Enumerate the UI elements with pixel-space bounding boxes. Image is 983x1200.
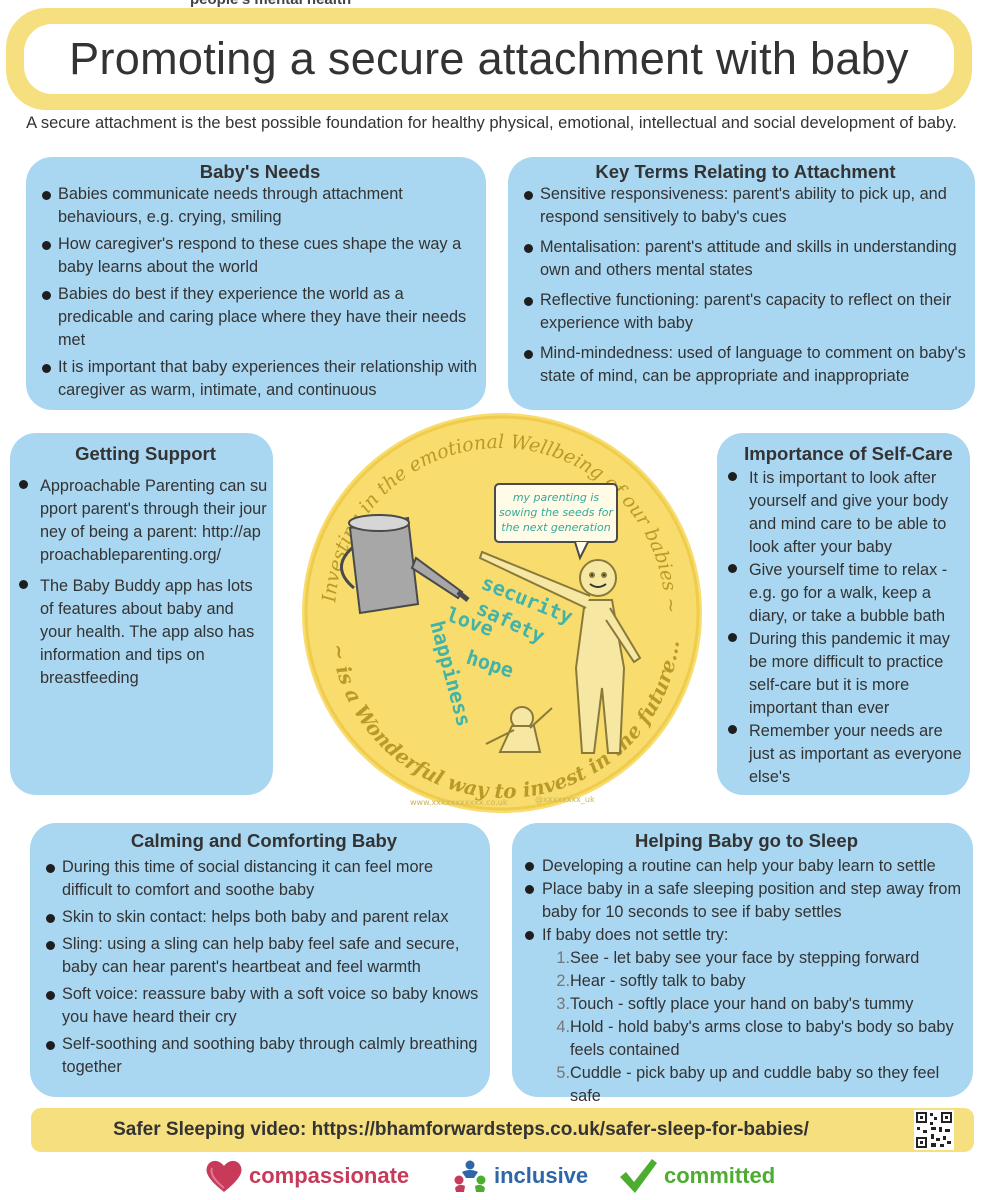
list-item: Remember your needs are just as importan… (728, 720, 966, 789)
page-title: Promoting a secure attachment with baby (69, 33, 909, 84)
step-item: 4.Hold - hold baby's arms close to baby'… (556, 1018, 954, 1059)
intro-text: A secure attachment is the best possible… (26, 114, 957, 132)
getting-support-heading: Getting Support (75, 443, 216, 464)
list-item: Soft voice: reassure baby with a soft vo… (44, 983, 484, 1029)
svg-text:sowing the seeds for: sowing the seeds for (499, 506, 615, 519)
step-item: 5.Cuddle - pick baby up and cuddle baby … (556, 1064, 940, 1105)
video-link-bar[interactable]: Safer Sleeping video: https://bhamforwar… (31, 1108, 974, 1152)
speech-bubble: my parenting is sowing the seeds for the… (494, 483, 618, 561)
babys-needs-heading: Baby's Needs (199, 161, 321, 182)
list-item: Self-soothing and soothing baby through … (44, 1033, 484, 1079)
heart-icon (206, 1160, 242, 1192)
list-item: It is important to look after yourself a… (728, 467, 966, 559)
list-item: Sensitive responsiveness: parent's abili… (522, 183, 969, 229)
step-item: 2.Hear - softly talk to baby (556, 972, 746, 990)
list-item: Skin to skin contact: helps both baby an… (44, 906, 484, 929)
key-terms-panel: Key Terms Relating to Attachment Sensiti… (508, 157, 975, 410)
step-item: 3.Touch - softly place your hand on baby… (556, 995, 914, 1013)
list-item: It is important that baby experiences th… (40, 356, 480, 402)
people-circle-icon (454, 1160, 486, 1192)
title-banner: Promoting a secure attachment with baby (6, 8, 972, 110)
svg-text:@xxxxxxxx_uk: @xxxxxxxx_uk (535, 795, 595, 804)
list-item: During this pandemic it may be more diff… (728, 628, 966, 720)
self-care-heading: Importance of Self-Care (744, 443, 953, 464)
sleep-heading: Helping Baby go to Sleep (634, 830, 859, 851)
parent-figure-icon (478, 550, 642, 754)
list-item: Mind-mindedness: used of language to com… (522, 342, 969, 388)
list-item: If baby does not settle try: (524, 924, 969, 947)
babys-needs-panel: Baby's Needs Babies communicate needs th… (26, 157, 486, 410)
value-compassionate: compassionate (205, 1156, 409, 1196)
qr-code-icon (914, 1110, 954, 1150)
svg-text:my parenting is: my parenting is (513, 491, 600, 504)
list-item: How caregiver's respond to these cues sh… (40, 233, 480, 279)
value-committed: committed (618, 1156, 775, 1196)
calming-panel: Calming and Comforting Baby During this … (30, 823, 490, 1097)
sleep-panel: Helping Baby go to Sleep Developing a ro… (512, 823, 973, 1105)
step-item: 1.See - let baby see your face by steppi… (556, 949, 920, 967)
svg-text:the next generation: the next generation (501, 521, 610, 534)
key-terms-heading: Key Terms Relating to Attachment (595, 161, 896, 182)
list-item: During this time of social distancing it… (44, 856, 484, 902)
list-item: Sling: using a sling can help baby feel … (44, 933, 484, 979)
list-item: Reflective functioning: parent's capacit… (522, 289, 969, 335)
wellbeing-illustration: Investing in the emotional Wellbeing of … (302, 413, 702, 813)
value-inclusive: inclusive (452, 1156, 588, 1196)
list-item: Babies communicate needs through attachm… (40, 183, 480, 229)
baby-figure-icon (485, 706, 553, 753)
list-item: Place baby in a safe sleeping position a… (524, 878, 969, 924)
list-item: Babies do best if they experience the wo… (40, 283, 480, 352)
list-item: Developing a routine can help your baby … (524, 855, 969, 878)
video-link[interactable]: Safer Sleeping video: https://bhamforwar… (113, 1119, 809, 1140)
svg-text:www.xxxxxxxxxxx.co.uk: www.xxxxxxxxxxx.co.uk (410, 798, 508, 807)
list-item: Approachable Parenting can support paren… (19, 475, 269, 567)
calming-heading: Calming and Comforting Baby (130, 830, 398, 851)
list-item: Mentalisation: parent's attitude and ski… (522, 236, 969, 282)
top-cut-text: people's mental health (190, 0, 351, 8)
watering-can-icon (340, 514, 470, 615)
list-item: The Baby Buddy app has lots of features … (19, 575, 269, 690)
self-care-panel: Importance of Self-Care It is important … (717, 433, 970, 795)
list-item: Give yourself time to relax - e.g. go fo… (728, 559, 966, 628)
check-icon (620, 1159, 657, 1193)
getting-support-panel: Getting Support Approachable Parenting c… (10, 433, 273, 795)
